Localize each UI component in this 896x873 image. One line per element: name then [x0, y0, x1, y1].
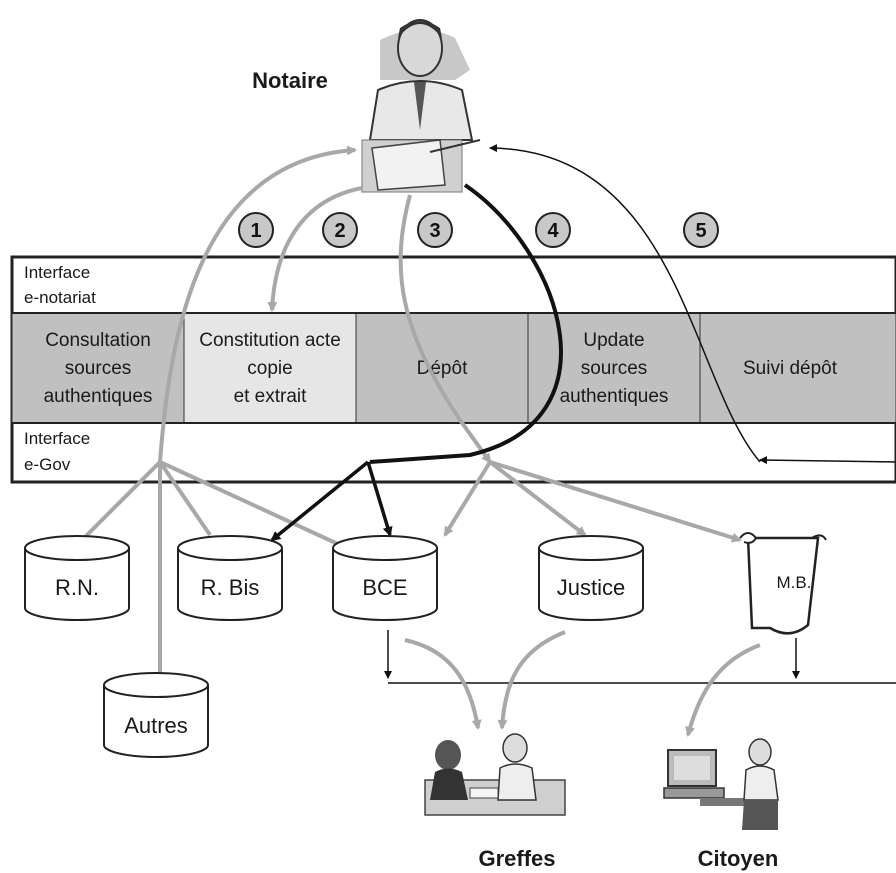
citoyen-computer-icon — [663, 738, 779, 830]
database-rn-label: R.N. — [55, 575, 99, 600]
arrow-step-4 — [369, 183, 563, 464]
service-cell-constitution — [183, 312, 357, 424]
consultation-line2: sources — [65, 358, 132, 379]
notaire-figure-icon — [361, 19, 481, 193]
constitution-line2: copie — [247, 358, 292, 379]
arrow-step-1 — [158, 145, 357, 463]
database-autres: Autres — [103, 672, 209, 758]
constitution-line3: et extrait — [234, 386, 308, 407]
database-bce-label: BCE — [362, 575, 407, 600]
consultation-line3: authentiques — [44, 386, 153, 407]
update-line2: sources — [581, 358, 648, 379]
step-1-badge: 1 — [238, 212, 274, 248]
svg-text:4: 4 — [547, 220, 559, 242]
update-line3: authentiques — [560, 386, 669, 407]
step-2-badge: 2 — [322, 212, 358, 248]
service-cell-suivi — [699, 312, 896, 424]
notaire-label: Notaire — [252, 68, 328, 93]
constitution-line1: Constitution acte — [199, 330, 341, 351]
interface-enotariat-line1: Interface — [24, 263, 90, 282]
mb-label: M.B. — [777, 573, 812, 592]
database-justice: Justice — [538, 535, 644, 621]
arrow-step-5 — [489, 144, 761, 463]
service-cell-update — [527, 312, 701, 424]
interface-egov-line2: e-Gov — [24, 455, 71, 474]
svg-text:3: 3 — [429, 220, 440, 242]
greffes-incoming-arrows — [404, 630, 566, 730]
suivi-depot-label: Suivi dépôt — [743, 358, 838, 379]
database-bce: BCE — [332, 535, 438, 621]
interface-table — [10, 255, 896, 484]
greffes-label: Greffes — [478, 846, 555, 871]
interface-egov-line1: Interface — [24, 429, 90, 448]
egov-left-hub-links — [80, 460, 341, 680]
database-rbis: R. Bis — [177, 535, 283, 621]
greffes-people-icon — [424, 733, 566, 816]
step-3-badge: 3 — [417, 212, 453, 248]
depot-label: Dépôt — [417, 358, 468, 379]
update-line1: Update — [583, 330, 644, 351]
egov-dark-hub-links — [270, 460, 393, 542]
mb-scroll-icon: M.B. — [739, 532, 827, 635]
database-rn: R.N. — [24, 535, 130, 621]
bottom-bus-line — [384, 630, 896, 684]
step-4-badge: 4 — [535, 212, 571, 248]
svg-text:2: 2 — [334, 220, 345, 242]
citoyen-label: Citoyen — [698, 846, 779, 871]
interface-enotariat-line2: e-notariat — [24, 288, 96, 307]
database-autres-label: Autres — [124, 713, 188, 738]
arrow-step-2 — [267, 186, 363, 312]
consultation-line1: Consultation — [45, 330, 151, 351]
citoyen-incoming-arrow — [685, 643, 761, 737]
svg-text:1: 1 — [250, 220, 261, 242]
svg-text:5: 5 — [695, 220, 706, 242]
egov-right-hub-links — [443, 460, 742, 543]
arrow-suivi-incoming — [759, 456, 896, 465]
database-rbis-label: R. Bis — [201, 575, 260, 600]
database-justice-label: Justice — [557, 575, 625, 600]
arrow-step-3 — [398, 194, 492, 464]
step-5-badge: 5 — [683, 212, 719, 248]
